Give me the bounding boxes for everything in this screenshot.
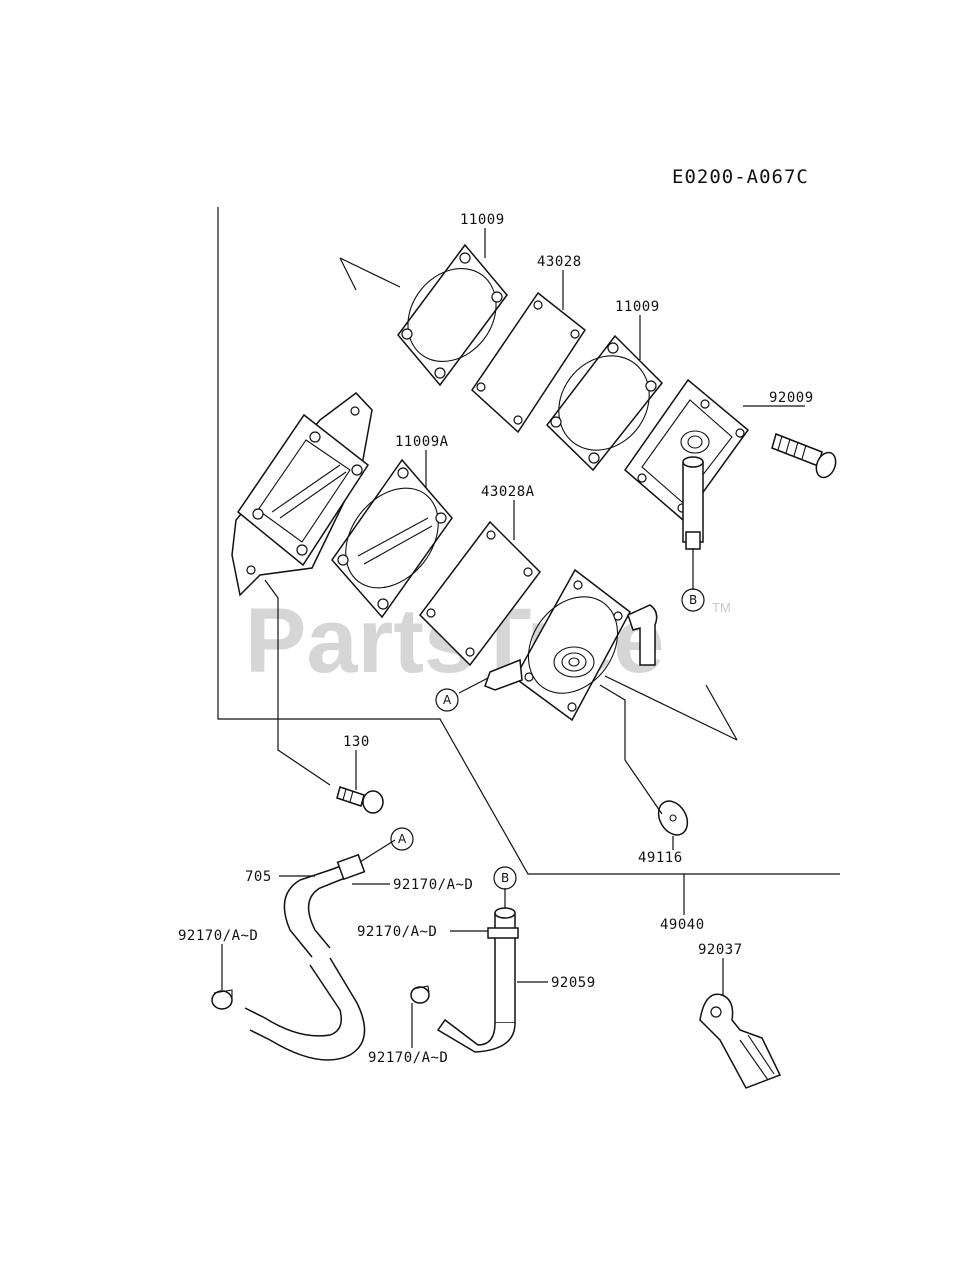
mounting-flange[interactable]: [231, 391, 373, 597]
callout-b-hose: B: [493, 866, 517, 890]
callout-a-hose: A: [390, 827, 414, 851]
clamp-left[interactable]: [211, 989, 233, 1010]
label-11009-middle: 11009: [615, 299, 660, 315]
hose-705[interactable]: [244, 853, 366, 1061]
label-705: 705: [245, 869, 272, 885]
label-130: 130: [343, 734, 370, 750]
svg-text:A: A: [398, 832, 407, 846]
label-92170-a: 92170/A~D: [393, 877, 473, 893]
label-43028a: 43028A: [481, 484, 535, 500]
gasket-11009-top[interactable]: [390, 243, 515, 387]
label-11009-top: 11009: [460, 212, 505, 228]
label-92170-c: 92170/A~D: [357, 924, 437, 940]
diaphragm-43028[interactable]: [471, 291, 587, 434]
diaphragm-43028a[interactable]: [419, 520, 541, 667]
label-92037: 92037: [698, 942, 743, 958]
gasket-11009-middle[interactable]: [540, 334, 668, 472]
bolt-130[interactable]: [336, 786, 384, 814]
svg-text:A: A: [443, 693, 452, 707]
label-43028: 43028: [537, 254, 582, 270]
label-92059: 92059: [551, 975, 596, 991]
label-92009: 92009: [769, 390, 814, 406]
pump-cover-top[interactable]: [623, 378, 750, 550]
callout-a-pump: A: [435, 688, 459, 712]
bolt-92009[interactable]: [771, 433, 839, 480]
svg-text:B: B: [501, 871, 509, 885]
clamp-middle[interactable]: [410, 985, 430, 1004]
diagram-code: E0200-A067C: [672, 166, 809, 188]
gasket-11009a[interactable]: [327, 458, 458, 619]
label-49116: 49116: [638, 850, 683, 866]
leader-lines: [221, 228, 805, 1048]
svg-text:B: B: [689, 593, 697, 607]
pump-body[interactable]: [484, 568, 658, 722]
valve-disk-49116[interactable]: [653, 796, 694, 840]
callout-b-cover: B: [681, 588, 705, 612]
label-92170-d: 92170/A~D: [368, 1050, 448, 1066]
label-92170-b: 92170/A~D: [178, 928, 258, 944]
bracket-92037[interactable]: [699, 993, 782, 1089]
watermark-trademark: TM: [712, 600, 731, 615]
hose-92059[interactable]: [436, 907, 519, 1053]
assembly-frame-lines: [217, 207, 840, 875]
label-11009a: 11009A: [395, 434, 449, 450]
label-49040: 49040: [660, 917, 705, 933]
